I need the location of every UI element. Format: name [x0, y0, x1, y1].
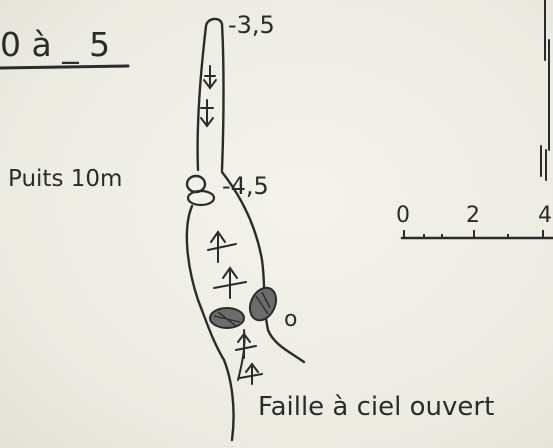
- depth-label-top: -3,5: [228, 11, 275, 39]
- up-arrow-3: [235, 332, 257, 359]
- down-arrow-1: [203, 65, 217, 90]
- right-edge-marks: [540, 0, 550, 181]
- fault-label: Faille à ciel ouvert: [258, 392, 494, 422]
- marker-label: o: [284, 307, 297, 332]
- header-underline: [0, 64, 130, 70]
- rock-block-right: [248, 286, 278, 322]
- upper-passage-outline: [196, 17, 225, 172]
- shaft-ring-lower-icon: [186, 189, 216, 207]
- scale-bar: [400, 230, 553, 240]
- rock-block-left: [209, 307, 245, 329]
- up-arrow-1: [207, 230, 237, 263]
- shaft-label: Puits 10m: [8, 166, 122, 192]
- up-arrow-4: [239, 362, 263, 385]
- scale-tick-4: 4: [538, 203, 552, 228]
- scale-tick-2: 2: [466, 203, 480, 228]
- shaft-ring-icon: [185, 174, 207, 194]
- up-arrow-2: [213, 266, 247, 299]
- scale-tick-0: 0: [396, 203, 410, 228]
- header-fragment: 0 à _ 5: [0, 25, 110, 64]
- depth-label-mid: -4,5: [222, 172, 269, 200]
- down-arrow-2: [200, 99, 214, 128]
